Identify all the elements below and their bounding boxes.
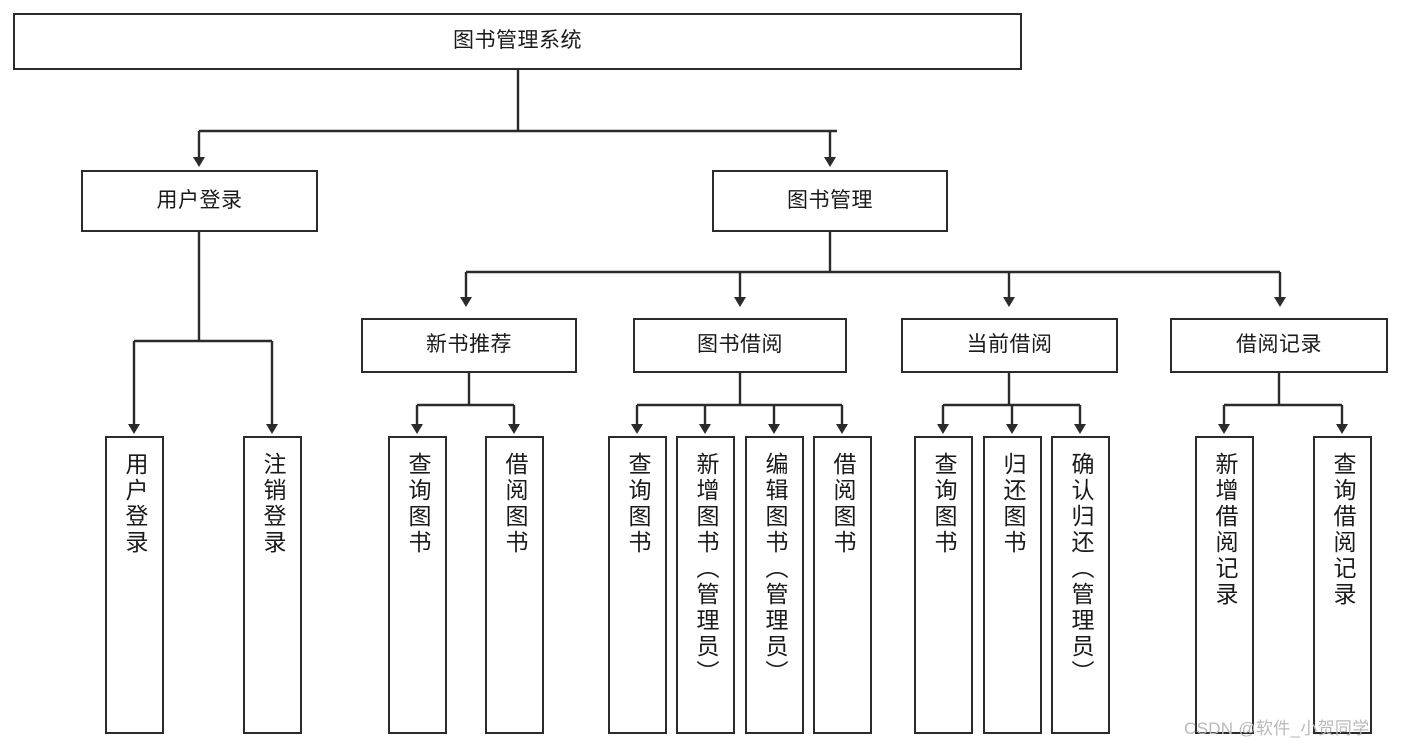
node-current-borrowing[interactable]: 当前借阅: [901, 318, 1118, 373]
leaf-record-query-record[interactable]: 查询借阅记录: [1313, 436, 1372, 734]
node-label: 图书管理系统: [453, 29, 582, 53]
node-label: 查询图书: [931, 452, 957, 556]
node-label: 用户登录: [122, 452, 148, 556]
leaf-current-confirm-return-admin[interactable]: 确认归还（管理员）: [1051, 436, 1110, 734]
node-label: 确认归还（管理员）: [1068, 452, 1094, 686]
node-label: 借阅记录: [1236, 333, 1322, 357]
node-book-borrowing[interactable]: 图书借阅: [633, 318, 847, 373]
node-label: 新增图书（管理员）: [693, 452, 719, 686]
leaf-current-query-book[interactable]: 查询图书: [914, 436, 973, 734]
csdn-watermark: CSDN @软件_小贺同学: [1184, 719, 1370, 738]
node-label: 新增借阅记录: [1212, 452, 1238, 608]
node-user-login[interactable]: 用户登录: [81, 170, 318, 232]
leaf-user-login-logout[interactable]: 注销登录: [243, 436, 302, 734]
leaf-borrow-borrow-book[interactable]: 借阅图书: [813, 436, 872, 734]
node-label: 归还图书: [1000, 452, 1026, 556]
leaf-borrow-add-book-admin[interactable]: 新增图书（管理员）: [676, 436, 735, 734]
leaf-record-add-record[interactable]: 新增借阅记录: [1195, 436, 1254, 734]
leaf-new-book-query[interactable]: 查询图书: [388, 436, 447, 734]
node-label: 当前借阅: [966, 333, 1053, 357]
leaf-borrow-edit-book-admin[interactable]: 编辑图书（管理员）: [745, 436, 804, 734]
node-label: 图书管理: [787, 188, 873, 212]
node-book-management[interactable]: 图书管理: [712, 170, 948, 232]
node-label: 新书推荐: [426, 333, 512, 357]
node-label: 图书借阅: [697, 333, 783, 357]
node-label: 查询图书: [625, 452, 651, 556]
node-label: 借阅图书: [830, 452, 856, 556]
node-label: 用户登录: [156, 188, 243, 212]
node-new-book-recommendation[interactable]: 新书推荐: [361, 318, 577, 373]
node-book-management-system[interactable]: 图书管理系统: [13, 13, 1022, 70]
leaf-new-book-borrow[interactable]: 借阅图书: [485, 436, 544, 734]
node-label: 查询图书: [405, 452, 431, 556]
node-label: 查询借阅记录: [1330, 452, 1356, 608]
node-label: 编辑图书（管理员）: [762, 452, 788, 686]
leaf-user-login-login[interactable]: 用户登录: [105, 436, 164, 734]
node-label: 借阅图书: [502, 452, 528, 556]
leaf-current-return-book[interactable]: 归还图书: [983, 436, 1042, 734]
node-borrowing-record[interactable]: 借阅记录: [1170, 318, 1388, 373]
node-label: 注销登录: [260, 452, 286, 556]
leaf-borrow-query-book[interactable]: 查询图书: [608, 436, 667, 734]
